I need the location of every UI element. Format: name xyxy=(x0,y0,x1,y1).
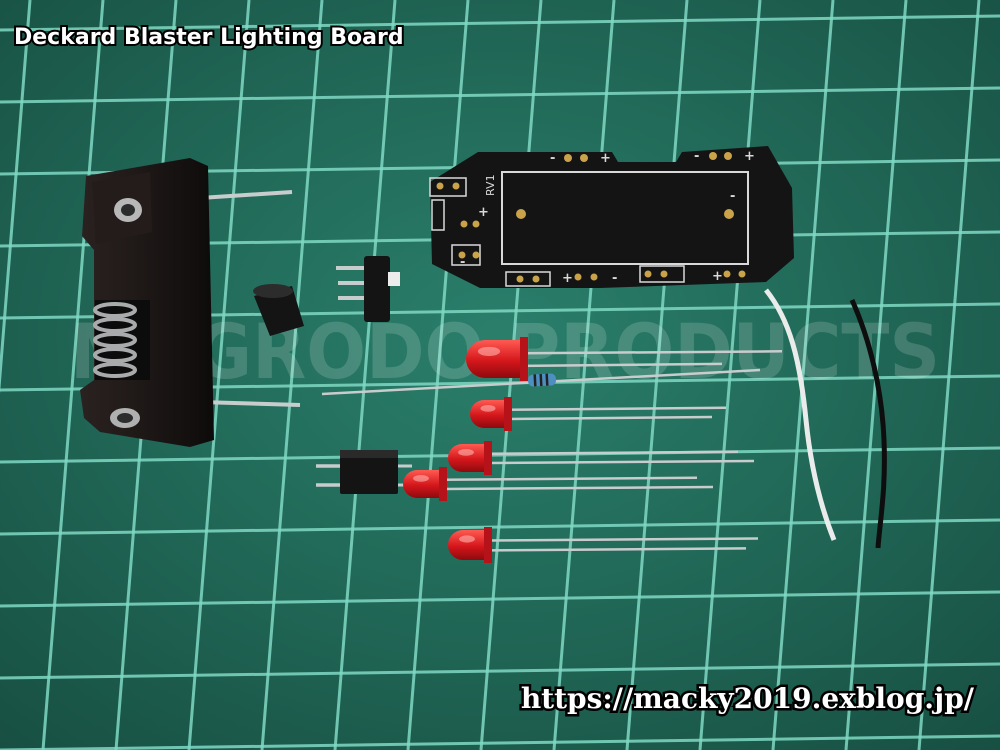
pcb-mark: + xyxy=(712,269,723,284)
pcb-label-rv1: RV1 xyxy=(484,174,497,196)
black-sleeve xyxy=(253,284,304,336)
slide-switch xyxy=(336,256,400,322)
pcb-board: RV1 - + - + + - + - + - xyxy=(429,146,794,288)
red-led xyxy=(448,441,755,475)
battery-holder xyxy=(80,158,301,447)
red-led xyxy=(470,397,727,431)
pcb-mark: - xyxy=(694,149,699,164)
pcb-mark: + xyxy=(600,151,611,166)
pcb-mark: - xyxy=(460,255,465,270)
red-led xyxy=(466,337,783,381)
caption-title: Deckard Blaster Lighting Board xyxy=(14,25,404,50)
pcb-mark: - xyxy=(612,271,617,286)
black-wire xyxy=(849,298,887,549)
caption-url: https://macky2019.exblog.jp/ xyxy=(521,682,975,715)
pcb-outline-box xyxy=(501,171,749,265)
pcb-mark: - xyxy=(550,151,555,166)
white-wire xyxy=(764,288,837,541)
pcb-mark: + xyxy=(562,271,573,286)
pcb-mark: - xyxy=(730,189,735,204)
pcb-mark: + xyxy=(744,149,755,164)
led-group xyxy=(403,337,783,563)
resistor xyxy=(321,368,761,396)
red-led xyxy=(448,527,759,563)
pcb-mark: + xyxy=(478,205,489,220)
red-led xyxy=(403,467,714,501)
